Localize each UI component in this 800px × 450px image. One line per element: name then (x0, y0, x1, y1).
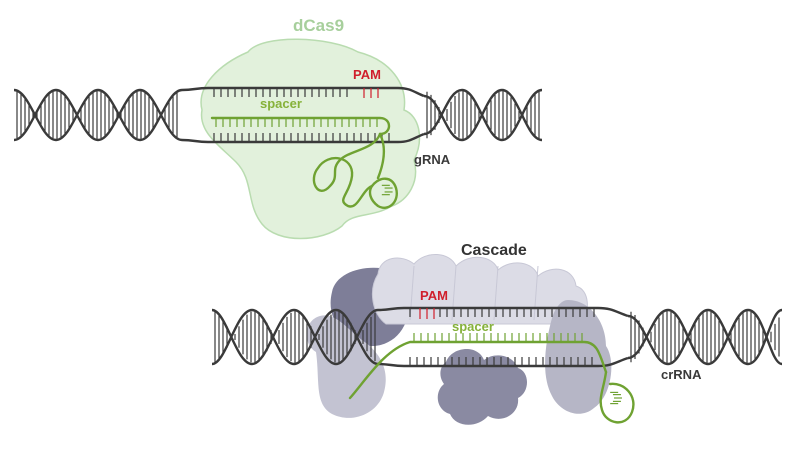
grna-label: gRNA (414, 152, 451, 167)
backbone-seam (493, 265, 499, 321)
dcas9-complex: dCas9 (200, 16, 421, 240)
spacer-label: spacer (260, 96, 302, 111)
crrna-bottom: spacer (348, 319, 635, 424)
dna-helix-bottom-right (627, 308, 783, 366)
helix-rungs (16, 91, 178, 139)
pam-label: PAM (420, 288, 448, 303)
backbone-seams (409, 265, 539, 321)
dna-bubble-top: PAM (181, 67, 425, 144)
cascade-complex (306, 254, 612, 425)
pam-marks (363, 88, 379, 98)
spacer-ticks (413, 333, 583, 342)
crrna-label: crRNA (661, 367, 702, 382)
dna-helix-top-left (13, 88, 183, 142)
hairpin-ticks (610, 391, 622, 405)
dcas9-label: dCas9 (293, 16, 344, 35)
dna-strand-ticks-lower (409, 357, 593, 366)
dna-helix-bottom-left (211, 308, 379, 366)
grna-spacer-top: spacer (210, 96, 398, 209)
backbone-seam (409, 265, 415, 321)
spacer-label: spacer (452, 319, 494, 334)
grna-hairpin (368, 177, 398, 209)
cascade-subunit-right (545, 300, 612, 414)
cascade-label: Cascade (461, 242, 527, 259)
spacer-ticks (215, 118, 378, 127)
dna-bubble-bottom: PAM (377, 288, 629, 368)
helix-rungs (630, 311, 780, 363)
grna-scaffold (312, 132, 382, 208)
dna-strand-ticks-upper (213, 88, 348, 97)
cascade-subunit-dark-bottom (437, 348, 527, 425)
helix-rungs (214, 311, 376, 363)
dna-strand-ticks-lower (213, 133, 390, 142)
hairpin-ticks (381, 184, 393, 196)
pam-label: PAM (353, 67, 381, 82)
pam-marks (419, 308, 435, 319)
dna-strand-ticks-upper (409, 308, 595, 317)
crrna-hairpin (599, 370, 635, 424)
dna-helix-top-right (423, 88, 543, 142)
backbone-seam (533, 265, 539, 321)
backbone-seam (451, 265, 457, 321)
